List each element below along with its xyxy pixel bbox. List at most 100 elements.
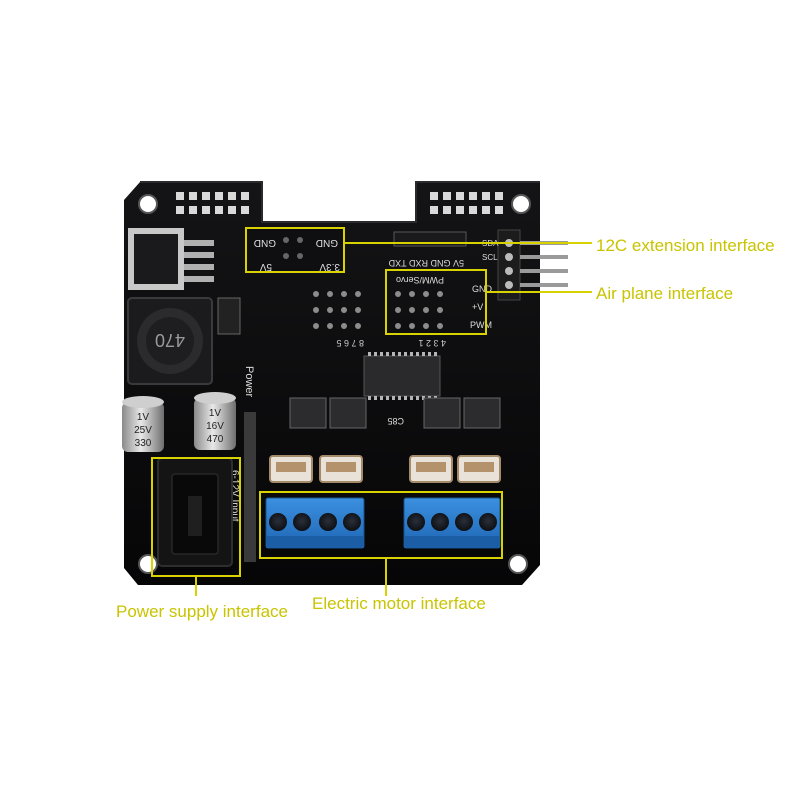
pwm-controller-ic <box>363 352 441 400</box>
header-hole <box>495 192 503 200</box>
servo-pin <box>423 323 429 329</box>
callout-electric-motor-label: Electric motor interface <box>312 594 486 613</box>
servo-pin <box>409 307 415 313</box>
cap-left-1: 1V <box>137 412 150 423</box>
servo-pin <box>395 307 401 313</box>
servo-pin <box>409 323 415 329</box>
servo-pin <box>355 307 361 313</box>
diode <box>217 297 241 335</box>
ic-pin <box>398 396 401 400</box>
servo-pin <box>313 307 319 313</box>
silkscreen-bar <box>244 412 256 562</box>
header-hole <box>482 192 490 200</box>
ic-pin <box>416 352 419 356</box>
ic-pin <box>422 352 425 356</box>
cap-left-3: 330 <box>135 438 152 449</box>
inductor-label: 470 <box>155 330 185 350</box>
header-hole <box>456 192 464 200</box>
driver-chip-1 <box>289 397 327 429</box>
ic-pin <box>434 352 437 356</box>
uart-silkscreen: 5V GND RXD TXD <box>388 258 464 268</box>
ic-pin <box>398 352 401 356</box>
servo-pin <box>355 323 361 329</box>
ic-pin <box>368 352 371 356</box>
servo-pin <box>341 323 347 329</box>
ic-pin <box>386 396 389 400</box>
callout-box-motor <box>259 491 503 559</box>
channel-numbers-right: 4 3 2 1 <box>418 338 446 348</box>
servo-pin <box>423 291 429 297</box>
header-hole <box>456 206 464 214</box>
pad-5v: 5V <box>259 261 272 272</box>
driver-chip-4 <box>463 397 501 429</box>
screw-terminal-right <box>403 497 501 549</box>
ic-pin <box>392 352 395 356</box>
channel-numbers-left: 8 7 6 5 <box>336 338 364 348</box>
ic-pin <box>368 396 371 400</box>
pwm-side-silkscreen: PWM <box>470 320 492 330</box>
header-hole <box>176 192 184 200</box>
ic-pin <box>428 352 431 356</box>
mounting-hole-tl <box>138 194 158 214</box>
dc-barrel-jack <box>157 457 233 567</box>
power-silkscreen: Power <box>243 366 255 398</box>
mounting-hole-tr <box>511 194 531 214</box>
callout-graphics <box>151 227 592 596</box>
ic-pin <box>410 352 413 356</box>
servo-pin <box>437 307 443 313</box>
header-hole <box>202 192 210 200</box>
pad-3v3: 3.3V <box>319 261 340 272</box>
cap-right-2: 16V <box>206 421 224 432</box>
c85-silkscreen: C85 <box>387 416 404 426</box>
header-hole <box>215 192 223 200</box>
motor-connector-m2 <box>319 455 363 483</box>
header-hole <box>228 206 236 214</box>
ic-pin <box>410 396 413 400</box>
servo-pin <box>313 291 319 297</box>
mounting-hole-br <box>508 554 528 574</box>
header-hole <box>189 206 197 214</box>
driver-chip-2 <box>329 397 367 429</box>
scl-silkscreen: SCL <box>482 253 498 262</box>
motor-connector-m4 <box>457 455 501 483</box>
ic-pin <box>404 352 407 356</box>
servo-pin <box>327 323 333 329</box>
ic-pin <box>374 352 377 356</box>
cap-right-1: 1V <box>209 408 222 419</box>
mounting-hole-bl <box>138 554 158 574</box>
ic-pin <box>392 396 395 400</box>
callout-box-power-pads <box>245 227 345 273</box>
cap-right-3: 470 <box>207 434 224 445</box>
ic-pin <box>380 396 383 400</box>
header-hole <box>430 192 438 200</box>
pwm-servo-silkscreen: PWM/Servo <box>396 275 444 285</box>
ic-pin <box>386 352 389 356</box>
servo-pin <box>409 291 415 297</box>
header-hole <box>241 192 249 200</box>
ic-pin <box>380 352 383 356</box>
servo-pin <box>355 291 361 297</box>
plusv-silkscreen: +V <box>472 302 483 312</box>
header-hole <box>176 206 184 214</box>
ic-pin <box>374 396 377 400</box>
header-hole <box>469 192 477 200</box>
servo-pin <box>437 291 443 297</box>
header-hole <box>202 206 210 214</box>
ic-pin <box>416 396 419 400</box>
header-pins-right <box>430 192 503 214</box>
ic-pin <box>404 396 407 400</box>
callout-box-servo <box>385 269 487 335</box>
driver-chip-3 <box>423 397 461 429</box>
header-hole <box>189 192 197 200</box>
servo-pin <box>327 307 333 313</box>
capacitor-left: 1V 25V 330 <box>122 396 164 452</box>
servo-pin-grid-right <box>395 291 443 329</box>
callout-air-plane-label: Air plane interface <box>596 284 734 303</box>
header-hole <box>443 192 451 200</box>
pad-gnd-left: GND <box>254 237 276 248</box>
header-hole <box>430 206 438 214</box>
power-inductor: 470 <box>127 297 213 385</box>
servo-pin <box>395 291 401 297</box>
motor-connector-m1 <box>269 455 313 483</box>
voltage-regulator <box>128 228 214 290</box>
